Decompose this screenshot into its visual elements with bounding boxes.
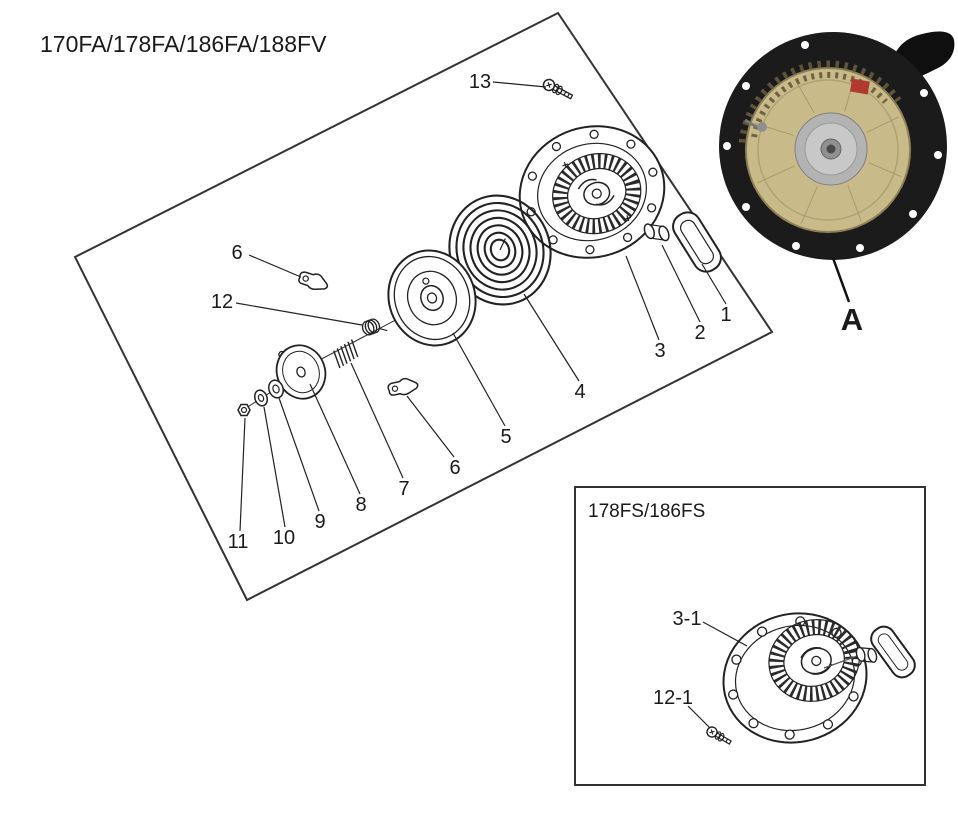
part-label-5: 5: [500, 426, 511, 448]
part-label-6-top: 6: [231, 242, 242, 264]
leader-line-6-top: [248, 254, 302, 278]
part-3-1-starter-housing: [722, 612, 868, 744]
inset-title: 178FS/186FS: [588, 501, 705, 522]
part-label-13: 13: [469, 71, 491, 93]
assembled-starter-photo: A: [719, 31, 955, 337]
housing-rib-ring: [552, 153, 641, 234]
part-label-1: 1: [720, 304, 731, 326]
photo-label-a: A: [841, 302, 863, 337]
main-diagram-border: [73, 11, 774, 602]
inset-rope-bushing: [855, 646, 878, 663]
part-9-washer: [267, 379, 285, 399]
part-label-8: 8: [355, 494, 366, 516]
leader-line-4: [523, 293, 580, 382]
inset-diagram: 178FS/186FS: [574, 486, 926, 786]
leader-line-13: [492, 81, 547, 88]
part-8-ratchet-plate: [275, 344, 327, 400]
part-label-10: 10: [273, 527, 295, 549]
leader-line-2: [661, 244, 701, 323]
leader-lines: [235, 81, 727, 532]
photo-reel-ribs: [754, 76, 902, 224]
leader-line-11: [239, 417, 246, 532]
leader-line-1: [701, 263, 727, 305]
part-label-7: 7: [398, 478, 409, 500]
part-6-pawl-lower: [387, 377, 419, 396]
photo-bolt-holes: [723, 41, 942, 252]
part-label-12-1: 12-1: [653, 687, 693, 709]
part-3-starter-housing: [518, 125, 666, 259]
inset-starter-handle: [870, 625, 916, 679]
leader-line-12: [235, 302, 363, 326]
part-label-2: 2: [694, 322, 705, 344]
part-7-pawl-spring: [333, 339, 359, 369]
part-2-rope-bushing: [643, 223, 670, 242]
part-1-starter-handle: [672, 211, 722, 273]
leader-line-5: [452, 332, 506, 427]
part-12-1-screw: [706, 726, 732, 745]
part-12-friction-spring: [361, 318, 388, 336]
part-label-12: 12: [211, 291, 233, 313]
leader-line-6-bottom: [406, 395, 455, 458]
part-label-9: 9: [314, 511, 325, 533]
part-13-screw: [542, 78, 574, 100]
photo-red-sticker: [849, 78, 870, 95]
part-6-pawl-upper: [298, 271, 329, 291]
photo-pointer-line: [831, 257, 851, 303]
photo-rope-knot: [757, 122, 767, 132]
part-11-nut: [237, 403, 251, 417]
part-label-3-1: 3-1: [673, 608, 702, 630]
main-diagram-title: 170FA/178FA/186FA/188FV: [40, 31, 327, 57]
part-label-6-bottom: 6: [449, 457, 460, 479]
inset-leader-lines: [687, 621, 748, 729]
part-label-4: 4: [574, 381, 585, 403]
part-5-rope-reel: [387, 249, 477, 347]
part-label-11: 11: [228, 531, 249, 553]
leader-line-10: [263, 406, 286, 528]
inset-rope-line: [823, 654, 861, 669]
leader-line-3: [625, 255, 660, 341]
photo-vent-perforations-outer: [738, 60, 902, 143]
part-10-washer: [253, 389, 269, 407]
leader-line-12-1: [687, 705, 711, 729]
leader-line-9: [278, 397, 320, 512]
part-label-3: 3: [654, 340, 665, 362]
housing-bolt-holes: [526, 129, 658, 255]
inset-housing-rib-ring: [768, 619, 860, 702]
leader-line-7: [350, 362, 404, 479]
leader-line-3-1: [702, 621, 748, 647]
leader-line-8: [309, 383, 361, 495]
